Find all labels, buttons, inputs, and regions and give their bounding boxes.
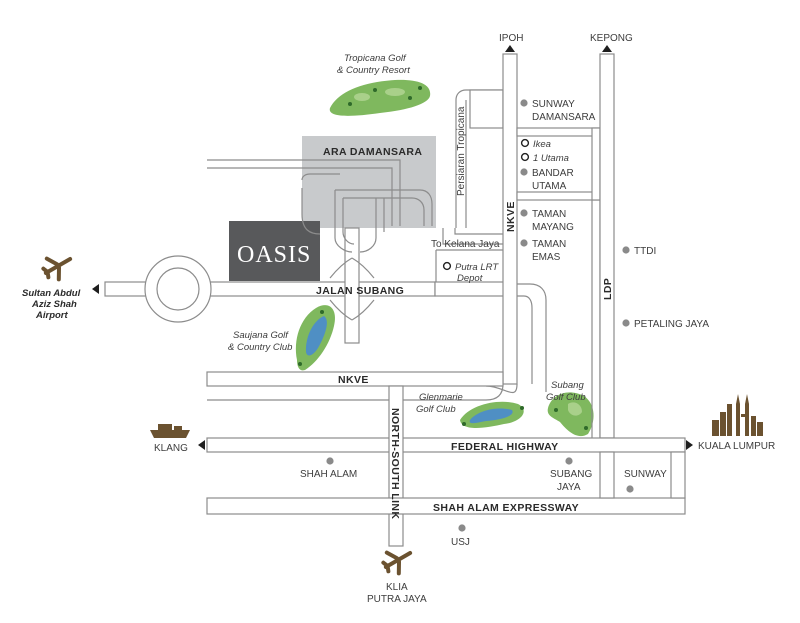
- golf-subang-1: Subang: [551, 380, 584, 391]
- road-label-jalan-subang: JALAN SUBANG: [316, 285, 404, 297]
- place-putra-lrt-1: Putra LRT: [455, 262, 499, 273]
- golf-tropicana-1: Tropicana Golf: [344, 53, 407, 64]
- saujana-golf-course: [295, 305, 336, 371]
- kl-arrow-icon: [686, 440, 693, 450]
- kl-skyline-icon: [712, 394, 763, 436]
- road-label-ldp: LDP: [602, 278, 614, 300]
- road-label-north-south-link: NORTH-SOUTH LINK: [389, 408, 401, 519]
- bandar-utama-dot: [520, 168, 528, 176]
- golf-subang-2: Golf Club: [546, 392, 586, 403]
- place-subang-jaya-2: JAYA: [557, 482, 581, 493]
- road-network: [104, 53, 686, 547]
- klia-plane-icon: [381, 550, 413, 576]
- klang-ship-icon: [150, 424, 190, 438]
- petaling-jaya-dot: [622, 319, 630, 327]
- road-label-to-kelana-jaya: To Kelana Jaya: [431, 239, 500, 250]
- subang-golf-course: [547, 392, 594, 437]
- road-label-persiaran-tropicana: Persiaran Tropicana: [456, 106, 467, 196]
- place-ikea: Ikea: [533, 139, 551, 150]
- golf-saujana-2: & Country Club: [228, 342, 292, 353]
- ara-damansara-block: [302, 136, 436, 228]
- place-bandar-utama-1: BANDAR: [532, 168, 574, 179]
- golf-glenmarie-2: Golf Club: [416, 404, 456, 415]
- taman-emas-dot: [520, 239, 528, 247]
- direction-klang: KLANG: [154, 443, 188, 454]
- direction-kepong: KEPONG: [590, 33, 633, 44]
- klang-arrow-icon: [198, 440, 205, 450]
- sunway-damansara-dot: [520, 99, 528, 107]
- place-shah-alam: SHAH ALAM: [300, 469, 357, 480]
- klia-label-2: PUTRA JAYA: [367, 594, 427, 605]
- putra-lrt-ring: [442, 261, 452, 271]
- place-bandar-utama-2: UTAMA: [532, 181, 567, 192]
- shah-alam-dot: [326, 457, 334, 465]
- ipoh-arrow-icon: [505, 45, 515, 52]
- sunway-dot: [626, 485, 634, 493]
- subang-jaya-dot: [565, 457, 573, 465]
- klia-label-1: KLIA: [386, 582, 408, 593]
- ikea-ring: [520, 138, 530, 148]
- oasis-label: OASIS: [237, 242, 311, 268]
- place-subang-jaya-1: SUBANG: [550, 469, 592, 480]
- place-sunway-damansara-2: DAMANSARA: [532, 112, 596, 123]
- glenmarie-golf-course: [460, 401, 524, 428]
- road-label-nkve-west: NKVE: [338, 374, 369, 386]
- usj-dot: [458, 524, 466, 532]
- oasis-block: [229, 221, 320, 281]
- tropicana-golf-course: [329, 79, 431, 116]
- airport-label-2: Aziz Shah: [31, 299, 77, 310]
- place-1-utama: 1 Utama: [533, 153, 569, 164]
- airport-arrow-icon: [92, 284, 99, 294]
- direction-kuala-lumpur: KUALA LUMPUR: [698, 441, 775, 452]
- ara-damansara-label: ARA DAMANSARA: [323, 146, 422, 158]
- place-sunway: SUNWAY: [624, 469, 667, 480]
- golf-tropicana-2: & Country Resort: [337, 65, 410, 76]
- road-label-nkve-vertical: NKVE: [505, 201, 517, 232]
- place-ttdi: TTDI: [634, 246, 656, 257]
- place-petaling-jaya: PETALING JAYA: [634, 319, 709, 330]
- taman-mayang-dot: [520, 209, 528, 217]
- airport-plane-icon: [41, 256, 73, 282]
- golf-saujana-1: Saujana Golf: [233, 330, 289, 341]
- airport-label-1: Sultan Abdul: [22, 288, 81, 299]
- airport-label-3: Airport: [35, 310, 69, 321]
- place-taman-mayang-1: TAMAN: [532, 209, 566, 220]
- place-usj: USJ: [451, 537, 470, 548]
- place-taman-mayang-2: MAYANG: [532, 222, 574, 233]
- golf-glenmarie-1: Glenmarie: [419, 392, 463, 403]
- ttdi-dot: [622, 246, 630, 254]
- kepong-arrow-icon: [602, 45, 612, 52]
- road-label-shah-alam-expressway: SHAH ALAM EXPRESSWAY: [433, 502, 579, 514]
- place-sunway-damansara-1: SUNWAY: [532, 99, 575, 110]
- utama-ring: [520, 152, 530, 162]
- place-putra-lrt-2: Depot: [457, 273, 483, 284]
- place-taman-emas-2: EMAS: [532, 252, 561, 263]
- place-taman-emas-1: TAMAN: [532, 239, 566, 250]
- road-label-federal-highway: FEDERAL HIGHWAY: [451, 441, 559, 453]
- direction-ipoh: IPOH: [499, 33, 523, 44]
